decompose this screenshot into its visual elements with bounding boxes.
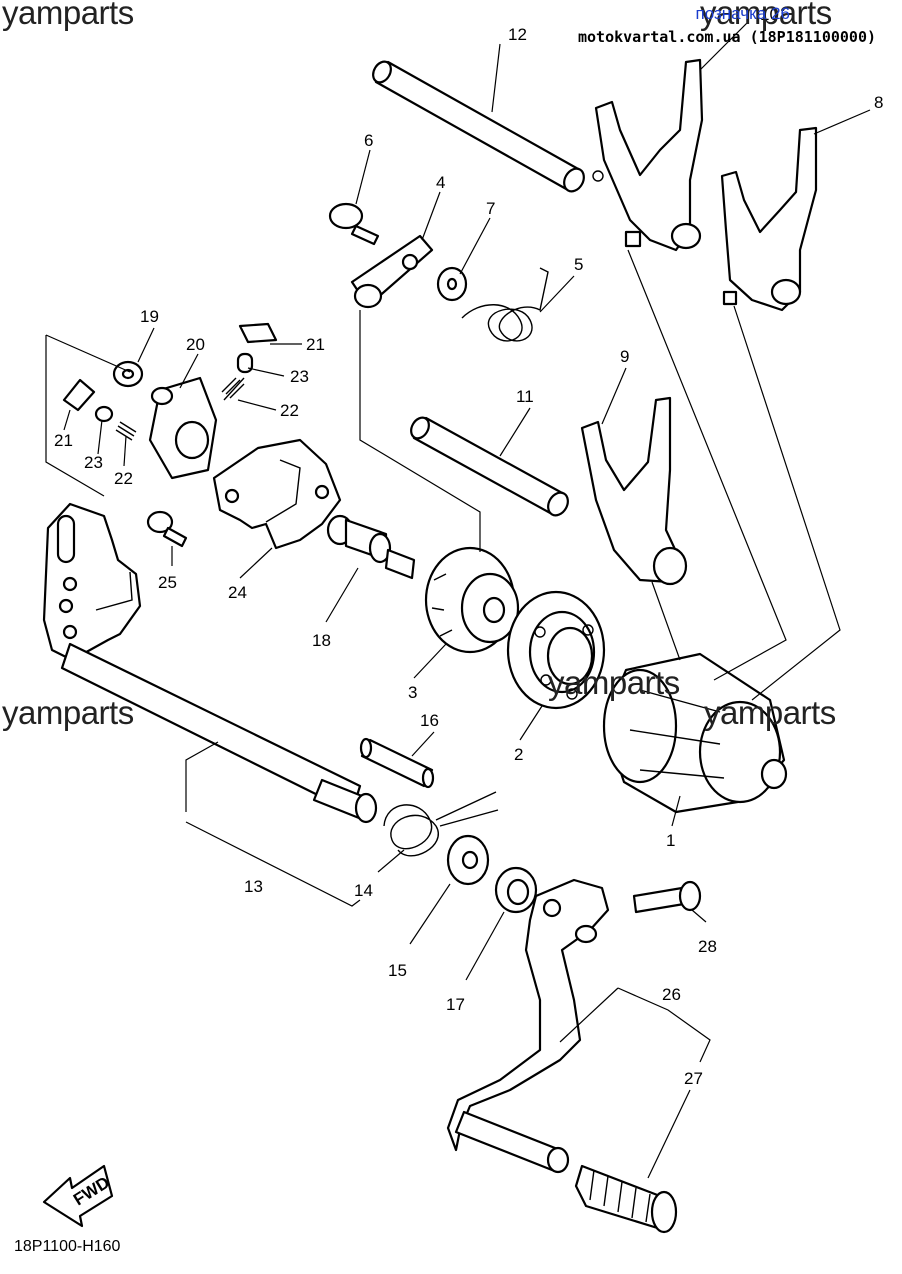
part-23-pin-left bbox=[94, 405, 114, 423]
callout-21-lower: 21 bbox=[54, 431, 73, 450]
callout-12: 12 bbox=[508, 25, 527, 44]
part-1-shift-drum bbox=[602, 652, 788, 814]
part-8-shift-fork bbox=[720, 126, 818, 312]
callout-15: 15 bbox=[388, 961, 407, 980]
part-21-pawl-top bbox=[238, 322, 278, 344]
part-16-pin bbox=[359, 737, 435, 789]
part-13-shift-shaft bbox=[42, 502, 378, 824]
callout-23-lower: 23 bbox=[84, 453, 103, 472]
part-4-stopper-lever bbox=[350, 234, 434, 309]
part-24-guide-plate bbox=[212, 438, 342, 550]
callout-5: 5 bbox=[574, 255, 583, 274]
callout-25: 25 bbox=[158, 573, 177, 592]
part-3-segment bbox=[424, 546, 520, 654]
leader-lines bbox=[63, 21, 871, 1179]
callout-2: 2 bbox=[514, 745, 523, 764]
callout-28: 28 bbox=[698, 937, 717, 956]
part-5-spring bbox=[461, 267, 549, 342]
watermark-top-left: yamparts bbox=[2, 0, 134, 31]
callout-20: 20 bbox=[186, 335, 205, 354]
callout-26: 26 bbox=[662, 985, 681, 1004]
callout-7: 7 bbox=[486, 199, 495, 218]
callout-6: 6 bbox=[364, 131, 373, 150]
callout-19: 19 bbox=[140, 307, 159, 326]
part-17-oil-seal bbox=[494, 866, 538, 914]
part-12-fork-shaft bbox=[372, 60, 604, 193]
callout-3: 3 bbox=[408, 683, 417, 702]
callout-11: 11 bbox=[516, 387, 534, 406]
part-14-spring bbox=[383, 791, 499, 857]
callout-16: 16 bbox=[420, 711, 439, 730]
part-22-spring-left bbox=[115, 421, 137, 441]
callout-13: 13 bbox=[244, 877, 263, 896]
part-21-pawl-left bbox=[62, 378, 96, 412]
callout-8: 8 bbox=[874, 93, 883, 112]
callout-18: 18 bbox=[312, 631, 331, 650]
callout-1: 1 bbox=[666, 831, 675, 850]
diagram-code: 18P1100-H160 bbox=[14, 1238, 121, 1255]
part-6-bolt bbox=[328, 202, 380, 246]
part-9-shift-fork bbox=[580, 396, 688, 586]
part-20-shift-lever-assy bbox=[148, 376, 218, 480]
header-link[interactable]: позначка 26 bbox=[695, 4, 791, 23]
part-19-collar bbox=[112, 360, 144, 388]
callout-17: 17 bbox=[446, 995, 465, 1014]
part-22-spring-top bbox=[221, 377, 245, 401]
part-25-bolt bbox=[146, 510, 188, 548]
fwd-arrow-icon: FWD bbox=[42, 1164, 114, 1228]
callout-4: 4 bbox=[436, 173, 445, 192]
part-23-pin-top bbox=[236, 352, 254, 374]
watermark-mid-left: yamparts bbox=[2, 694, 134, 731]
callout-9: 9 bbox=[620, 347, 629, 366]
callout-22-upper: 22 bbox=[280, 401, 299, 420]
part-10-shift-fork bbox=[594, 58, 704, 252]
part-26-shift-pedal bbox=[446, 878, 610, 1174]
watermark-mid-right: yamparts bbox=[704, 694, 836, 731]
callout-27: 27 bbox=[684, 1069, 703, 1088]
callout-24: 24 bbox=[228, 583, 247, 602]
callout-23-upper: 23 bbox=[290, 367, 309, 386]
callout-22-lower: 22 bbox=[114, 469, 133, 488]
part-11-fork-shaft bbox=[410, 416, 569, 517]
header-site: motokvartal.com.ua (18P181100000) bbox=[577, 28, 876, 46]
part-27-pedal-rubber bbox=[574, 1164, 678, 1234]
part-18-bolt bbox=[326, 514, 416, 580]
callout-14: 14 bbox=[354, 881, 373, 900]
callout-10: 10 bbox=[760, 5, 779, 24]
callout-21-upper: 21 bbox=[306, 335, 325, 354]
part-2-bearing bbox=[506, 590, 606, 710]
watermark-top-right: yamparts bbox=[700, 0, 832, 31]
part-28-bolt bbox=[632, 880, 702, 914]
callout-numbers: 12 10 8 6 4 7 5 19 20 21 23 22 21 23 22 … bbox=[54, 5, 883, 1088]
part-7-washer bbox=[436, 266, 468, 302]
watermark-center: yamparts bbox=[548, 664, 680, 701]
part-15-washer bbox=[446, 834, 490, 886]
